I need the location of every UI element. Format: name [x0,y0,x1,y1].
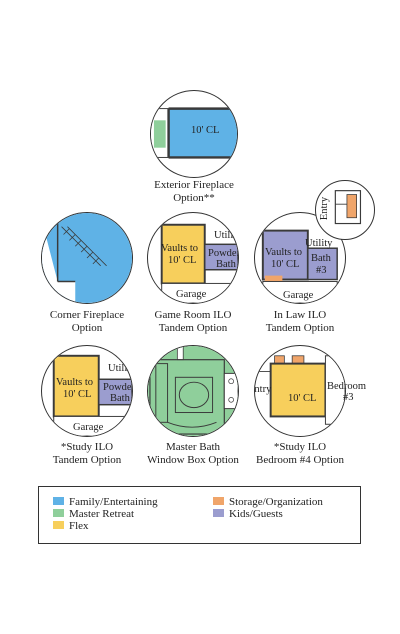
game-room-plan-circle: Vaults to 10' CL Utility Powder Bath Gar… [147,212,239,304]
study-tandem-plan-circle: Vaults to 10' CL Utility Powder Bath Gar… [41,345,133,437]
legend-swatch-family [53,497,64,505]
room-label-vaults: Vaults to [265,247,303,258]
room-label-bath: Bath [216,259,236,270]
room-label-ceiling: 10' CL [191,125,220,136]
legend-label: Family/Entertaining [69,496,158,508]
exterior-fireplace-plan [151,107,237,159]
room-label-ceiling: 10' CL [168,255,197,266]
legend-label: Master Retreat [69,508,135,520]
room-label-utility: Utility [108,363,133,374]
room-label-entry: Entry [319,196,331,221]
room-label-bath: Bath [110,393,130,404]
legend-item-family: Family/Entertaining [53,496,158,508]
room-label-garage: Garage [73,422,104,433]
legend-item-master: Master Retreat [53,508,134,520]
corner-fireplace-plan [42,213,132,303]
room-label-bath: Bath [311,253,331,264]
in-law-entry-inset [334,190,362,225]
legend-item-kids: Kids/Guests [213,508,283,520]
caption-line-1: *Study ILO [273,441,327,453]
room-label-vaults: Vaults to [56,377,94,388]
caption-line-1: Master Bath [165,441,221,453]
option-caption: Game Room ILO Tandem Option [123,309,263,335]
caption-line-2: Option** [173,192,215,204]
caption-line-2: Tandem Option [158,322,228,334]
legend-item-storage: Storage/Organization [213,496,323,508]
legend-swatch-flex [53,521,64,529]
color-legend: Family/Entertaining Storage/Organization… [38,486,361,544]
room-label-utility: Utility [305,238,333,249]
legend-swatch-kids [213,509,224,517]
option-caption: Master Bath Window Box Option [123,441,263,467]
legend-swatch-master [53,509,64,517]
in-law-plan [261,229,338,303]
caption-line-1: Game Room ILO [154,309,232,321]
room-label-garage: Garage [283,290,314,301]
in-law-plan-circle: Vaults to 10' CL Utility Bath #3 Garage [254,212,346,304]
room-label-entry: Entry [254,384,272,395]
legend-label: Storage/Organization [229,496,323,508]
caption-line-1: *Study ILO [60,441,114,453]
room-label-bedroom: Bedroom [327,381,367,392]
room-label-ceiling: 10' CL [63,389,92,400]
caption-line-2: Bedroom #4 Option [256,454,344,466]
option-caption: *Study ILO Bedroom #4 Option [230,441,370,467]
legend-label: Kids/Guests [229,508,283,520]
option-caption: Exterior Fireplace Option** [124,179,264,205]
room-label-ceiling: 10' CL [271,259,300,270]
caption-line-1: Exterior Fireplace [154,179,234,191]
room-label-vaults: Vaults to [161,243,199,254]
legend-swatch-storage [213,497,224,505]
option-caption: In Law ILO Tandem Option [230,309,370,335]
room-label-ceiling: 10' CL [288,393,317,404]
legend-item-flex: Flex [53,520,89,532]
room-label-powder: Powder [103,382,133,393]
room-label-powder: Powder [208,248,239,259]
caption-line-2: Window Box Option [147,454,239,466]
room-label-utility: Utility [214,230,239,241]
option-caption: *Study ILO Tandem Option [17,441,157,467]
caption-line-2: Tandem Option [265,322,335,334]
study-tandem-plan [52,354,132,436]
in-law-entry-inset-circle: Entry [315,180,375,240]
exterior-fireplace-plan-circle: 10' CL [150,90,238,178]
corner-fireplace-plan-circle [41,212,133,304]
game-room-plan [160,223,238,303]
legend-label: Flex [69,520,89,532]
caption-line-1: Corner Fireplace [49,309,125,321]
caption-line-2: Tandem Option [52,454,122,466]
room-label-garage: Garage [176,289,207,300]
room-label-bedroom-number: #3 [343,392,354,403]
master-bath-plan [148,346,238,436]
master-bath-plan-circle [147,345,239,437]
caption-line-1: In Law ILO [273,309,327,321]
study-bedroom-plan [258,355,345,425]
caption-line-2: Option [71,322,103,334]
option-caption: Corner Fireplace Option [17,309,157,335]
study-bedroom-plan-circle: 10' CL Entry [254,345,346,437]
room-label-bath-number: #3 [316,265,327,276]
